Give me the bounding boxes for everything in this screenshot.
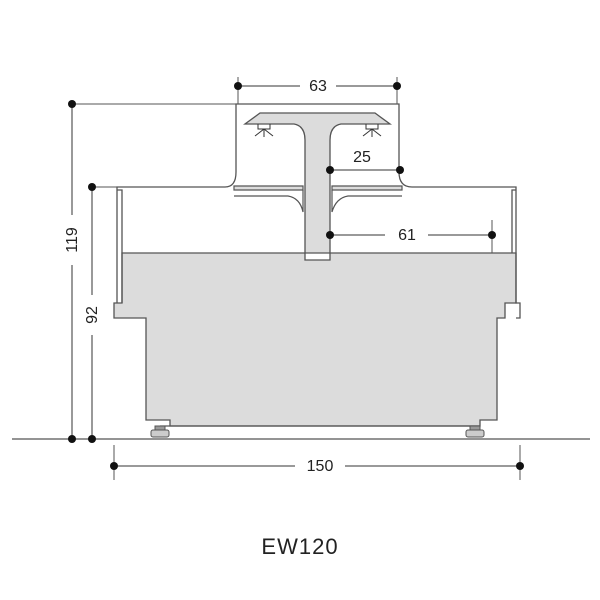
dimension-inner-depth: 61 <box>326 220 496 253</box>
dimension-top-width: 63 <box>234 77 401 104</box>
dimension-shelf-gap: 25 <box>326 149 404 174</box>
center-column <box>243 112 392 254</box>
dimension-total-height: 119 <box>64 100 236 443</box>
cabinet-body <box>113 252 517 427</box>
dim-label-counter-height: 92 <box>84 306 101 324</box>
display-upper-outline <box>116 103 521 319</box>
dimension-overall-width: 150 <box>110 445 524 480</box>
right-foot <box>465 425 485 438</box>
dim-label-total-height: 119 <box>64 227 81 253</box>
dim-label-shelf-gap: 25 <box>353 149 371 166</box>
right-light-icon <box>362 124 382 137</box>
left-foot <box>150 425 170 438</box>
left-shelf <box>233 185 304 213</box>
dim-label-inner-depth: 61 <box>398 227 416 244</box>
dimension-counter-height: 92 <box>84 183 117 443</box>
dim-label-overall-width: 150 <box>307 458 334 475</box>
right-shelf <box>331 185 403 213</box>
left-light-icon <box>254 124 274 137</box>
dim-label-top-width: 63 <box>309 78 327 95</box>
model-name: EW120 <box>261 534 339 559</box>
